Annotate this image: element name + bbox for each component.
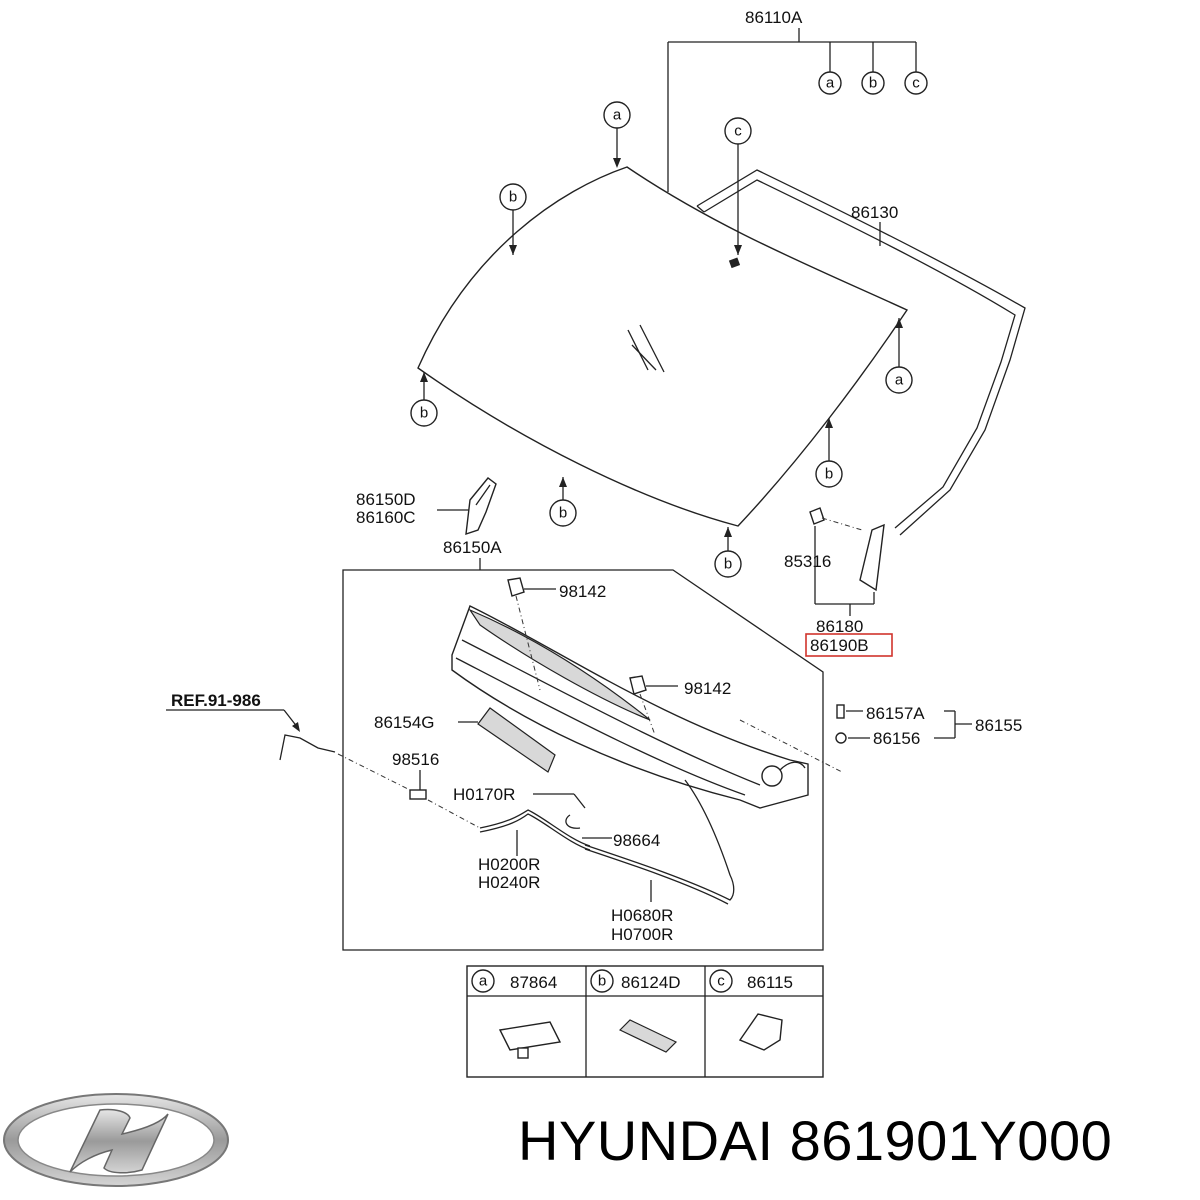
callout-b: b [549,499,577,527]
hyundai-logo-icon [3,1093,229,1187]
highlight-box [805,633,893,657]
callout-b: b [861,71,885,95]
svg-text:b: b [559,505,567,522]
cowl-top-cover [451,605,809,809]
label-nozzle: 98516 [392,750,439,769]
label-clip-b: 98142 [684,679,731,698]
label-cowl-panel: 86150A [443,538,502,557]
svg-text:c: c [734,123,742,140]
cowl-panel-frame: 86150A [342,538,824,951]
pad-86124D-icon [618,1019,678,1053]
product-caption: HYUNDAI 861901Y000 [518,1109,1113,1172]
quarter-trim-group: 85316 86180 86190B [784,507,893,657]
svg-text:a: a [895,372,904,389]
svg-text:b: b [509,189,517,206]
label-screw-b: 86156 [873,729,920,748]
svg-text:b: b [825,466,833,483]
label-ref: REF.91-986 [171,691,261,710]
sensor-mark-icon [728,257,741,269]
upper-seal-86130: 86130 [696,169,1026,536]
callout-b: b [499,183,527,211]
brand-row: HYUNDAI 861901Y000 [0,1090,1200,1200]
label-quarter-glass: 86180 [816,617,863,636]
cover-86154G: 86154G [374,707,556,773]
svg-text:86124D: 86124D [621,973,681,992]
legend-cell-b: b 86124D [590,969,681,1053]
top-assembly-group: 86110A a b c [667,8,928,192]
svg-text:b: b [724,556,732,573]
svg-text:86115: 86115 [747,973,793,992]
windshield-glass [417,166,909,527]
label-highlighted-part: 86190B [810,636,869,655]
label-seal-upper: 86130 [851,203,898,222]
callout-a: a [603,101,631,129]
label-screw-a: 86157A [866,704,925,723]
label-pump: 98664 [613,831,660,850]
legend-cell-a: a 87864 [471,969,562,1059]
washer-hose-system: REF.91-986 98516 H0200R H0240R H0170R 98… [166,691,735,944]
svg-text:c: c [912,75,920,92]
callout-b: b [815,460,843,488]
callout-b: b [410,399,438,427]
windshield-callouts: a c b b b b b a [410,101,913,578]
svg-text:c: c [717,973,725,990]
svg-text:a: a [613,107,622,124]
side-garnish: 86150D 86160C [356,477,497,536]
clip-87864-icon [498,1021,562,1051]
callout-a: a [885,366,913,394]
label-screw-group: 86155 [975,716,1022,735]
svg-text:b: b [869,75,877,92]
label-fastener: 85316 [784,552,831,571]
callout-a: a [818,71,842,95]
label-garnish-side: 86150D [356,490,416,509]
nozzle-icon [409,789,427,800]
callout-c: c [724,117,752,145]
label-hose-1: H0170R [453,785,515,804]
label-hose-3: H0680R [611,906,673,925]
callout-c: c [904,71,928,95]
clip-98142-lower: 98142 [629,675,731,736]
svg-text:a: a [826,75,835,92]
clip-98142-upper: 98142 [507,577,606,691]
svg-text:b: b [598,973,606,990]
legend-table: a 87864 b 86124D c 86115 [466,965,824,1078]
label-hose-2: H0200R [478,855,540,874]
svg-text:a: a [479,973,488,990]
label-cover: 86154G [374,713,435,732]
callout-b: b [714,550,742,578]
label-hose-2b: H0240R [478,873,540,892]
pad-86115-icon [738,1013,783,1051]
label-clip-a: 98142 [559,582,606,601]
label-top-assembly: 86110A [745,8,803,27]
parts-diagram: 86110A a b c a c b b b b [166,8,1026,1078]
svg-text:87864: 87864 [510,973,557,992]
svg-text:b: b [420,405,428,422]
legend-cell-c: c 86115 [709,969,793,1051]
screw-group: 86157A 86156 86155 [739,704,1022,773]
label-garnish-side-b: 86160C [356,508,416,527]
label-hose-3b: H0700R [611,925,673,944]
